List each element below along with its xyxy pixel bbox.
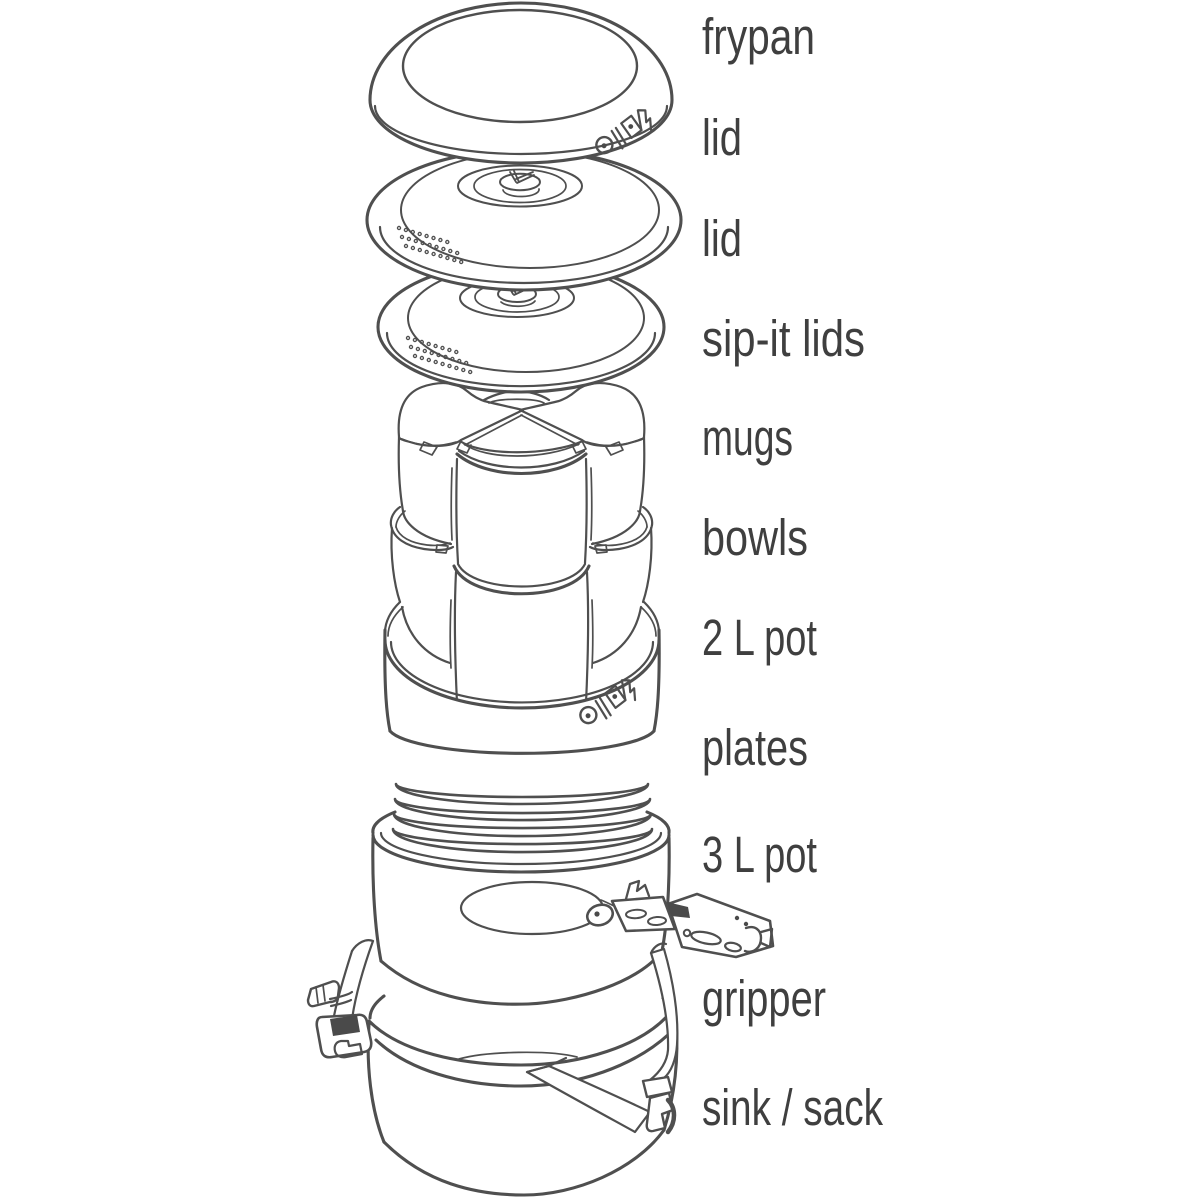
svg-text:sink / sack: sink / sack [702, 1079, 883, 1136]
svg-text:3 L pot: 3 L pot [702, 826, 817, 883]
svg-text:sip-it lids: sip-it lids [702, 310, 865, 367]
svg-text:bowls: bowls [702, 509, 808, 566]
svg-text:frypan: frypan [702, 8, 815, 65]
svg-text:plates: plates [702, 719, 808, 776]
svg-text:2 L pot: 2 L pot [702, 609, 817, 666]
svg-text:mugs: mugs [702, 409, 793, 466]
svg-text:lid: lid [702, 109, 742, 166]
svg-text:lid: lid [702, 210, 742, 267]
svg-text:gripper: gripper [702, 970, 826, 1027]
